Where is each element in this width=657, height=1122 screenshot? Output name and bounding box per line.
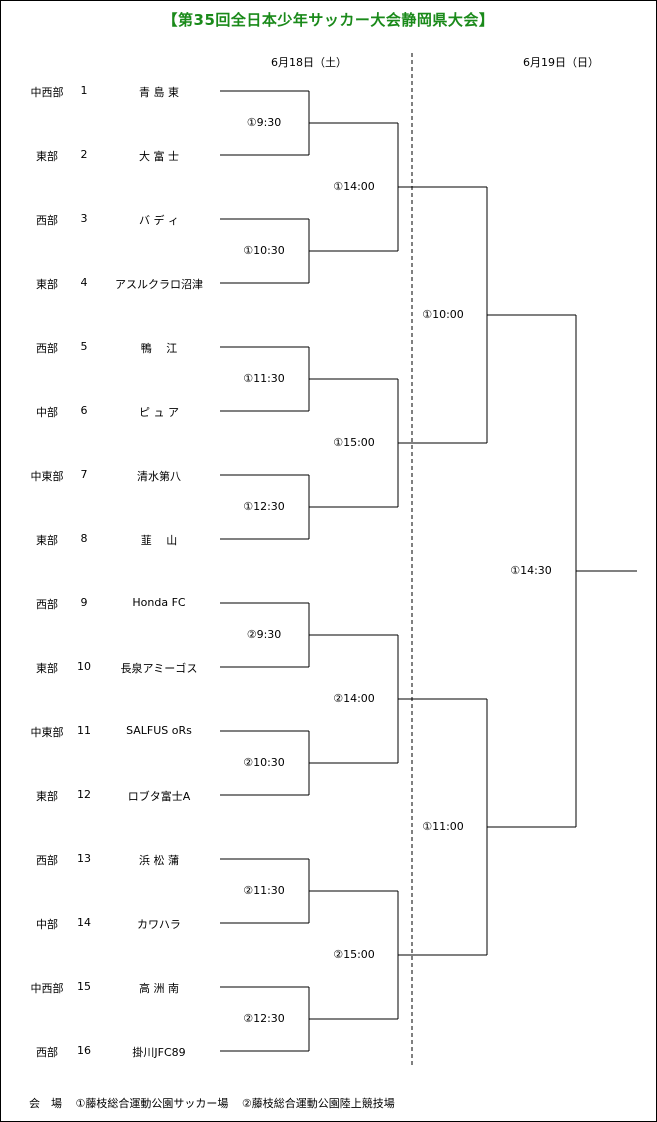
match-time-semifinal: ①10:00 [422, 308, 464, 321]
team-seed: 6 [80, 404, 88, 417]
match-time-round2: ②15:00 [333, 948, 375, 961]
team-seed: 12 [77, 788, 91, 801]
team-seed: 5 [80, 340, 88, 353]
match-time-final: ①14:30 [510, 564, 552, 577]
team-seed: 14 [77, 916, 91, 929]
match-time-round2: ②14:00 [333, 692, 375, 705]
team-seed: 9 [80, 596, 88, 609]
team-seed: 3 [80, 212, 88, 225]
team-seed: 10 [77, 660, 91, 673]
team-name: 鴨 江 [140, 342, 178, 355]
team-seed: 1 [80, 84, 88, 97]
team-region: 西部 [36, 1046, 58, 1059]
match-time-round1: ①9:30 [246, 116, 282, 129]
team-name: カワハラ [137, 918, 181, 931]
team-region: 東部 [36, 534, 58, 547]
match-time-semifinal: ①11:00 [422, 820, 464, 833]
team-seed: 16 [77, 1044, 91, 1057]
team-seed: 7 [80, 468, 88, 481]
team-seed: 2 [80, 148, 88, 161]
match-time-round1: ②12:30 [243, 1012, 285, 1025]
team-seed: 11 [77, 724, 91, 737]
team-region: 西部 [36, 214, 58, 227]
team-name: 掛川JFC89 [132, 1046, 186, 1059]
team-name: Honda FC [132, 596, 186, 609]
team-name: 清水第八 [137, 470, 181, 483]
team-name: 大 富 士 [139, 150, 179, 163]
team-name: アスルクラロ沼津 [115, 278, 203, 291]
page-title: 【第35回全日本少年サッカー大会静岡県大会】 [162, 11, 495, 29]
team-name: 長泉アミーゴス [120, 662, 198, 675]
team-region: 東部 [36, 790, 58, 803]
match-time-round1: ②10:30 [243, 756, 285, 769]
team-region: 東部 [36, 278, 58, 291]
match-time-round1: ①10:30 [243, 244, 285, 257]
team-seed: 4 [80, 276, 88, 289]
team-name: ピ ュ ア [139, 406, 179, 419]
team-region: 西部 [36, 854, 58, 867]
team-name: ロブタ富士A [127, 790, 191, 803]
team-name: バ デ ィ [139, 214, 179, 227]
team-region: 中西部 [30, 982, 64, 995]
team-region: 中東部 [30, 726, 64, 739]
match-time-round1: ①12:30 [243, 500, 285, 513]
team-seed: 13 [77, 852, 91, 865]
venue-1: ①藤枝総合運動公園サッカー場 [75, 1097, 229, 1110]
team-region: 中部 [36, 406, 58, 419]
team-name: 青 島 東 [139, 86, 179, 99]
team-name: 浜 松 蒲 [139, 854, 179, 867]
team-name: 韮 山 [140, 534, 178, 547]
match-time-round1: ②11:30 [243, 884, 285, 897]
match-time-round1: ②9:30 [246, 628, 282, 641]
team-region: 東部 [36, 150, 58, 163]
team-seed: 8 [80, 532, 88, 545]
team-region: 中東部 [30, 470, 64, 483]
team-region: 中西部 [30, 86, 64, 99]
team-region: 東部 [36, 662, 58, 675]
match-time-round1: ①11:30 [243, 372, 285, 385]
venue-label: 会 場 [29, 1097, 62, 1110]
team-name: SALFUS oRs [126, 724, 192, 737]
match-time-round2: ①14:00 [333, 180, 375, 193]
date-day2: 6月19日（日） [523, 56, 599, 69]
team-region: 西部 [36, 342, 58, 355]
match-time-round2: ①15:00 [333, 436, 375, 449]
date-day1: 6月18日（土） [271, 56, 347, 69]
venue-2: ②藤枝総合運動公園陸上競技場 [241, 1097, 395, 1110]
team-region: 西部 [36, 598, 58, 611]
team-name: 高 洲 南 [139, 982, 179, 995]
team-seed: 15 [77, 980, 91, 993]
venue-legend: 会 場 ①藤枝総合運動公園サッカー場 ②藤枝総合運動公園陸上競技場 [29, 1095, 405, 1111]
team-region: 中部 [36, 918, 58, 931]
